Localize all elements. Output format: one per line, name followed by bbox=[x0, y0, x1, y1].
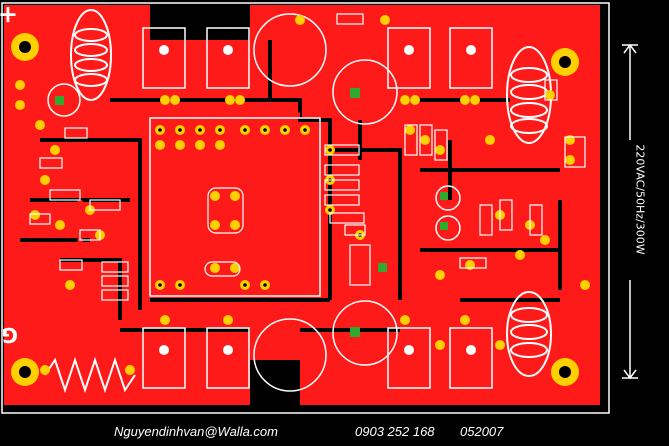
electrolytic-capacitors bbox=[47, 13, 461, 392]
dimension-arrow bbox=[622, 43, 638, 380]
copper-pour bbox=[4, 5, 600, 405]
resistor-zigzag bbox=[44, 356, 136, 394]
component-pads bbox=[15, 15, 590, 375]
board-outline bbox=[1, 2, 610, 414]
pad-holes bbox=[158, 128, 362, 287]
power-rating-text: 220VAC/50Hz/300W bbox=[633, 144, 647, 255]
gnd-label: GND bbox=[0, 323, 18, 347]
transistor-holes bbox=[159, 45, 476, 355]
transistor-footprints bbox=[142, 27, 493, 389]
footer-phone: 0903 252 168 bbox=[355, 424, 435, 439]
footer-code: 052007 bbox=[460, 424, 504, 439]
green-pads bbox=[55, 88, 448, 337]
resistor-footprints bbox=[29, 13, 586, 301]
mounting-holes bbox=[11, 33, 579, 386]
footer-author: Nguyendinhvan@Walla.com bbox=[114, 424, 278, 439]
plus12-label: +12 bbox=[0, 1, 18, 29]
ic-outline bbox=[149, 117, 321, 297]
